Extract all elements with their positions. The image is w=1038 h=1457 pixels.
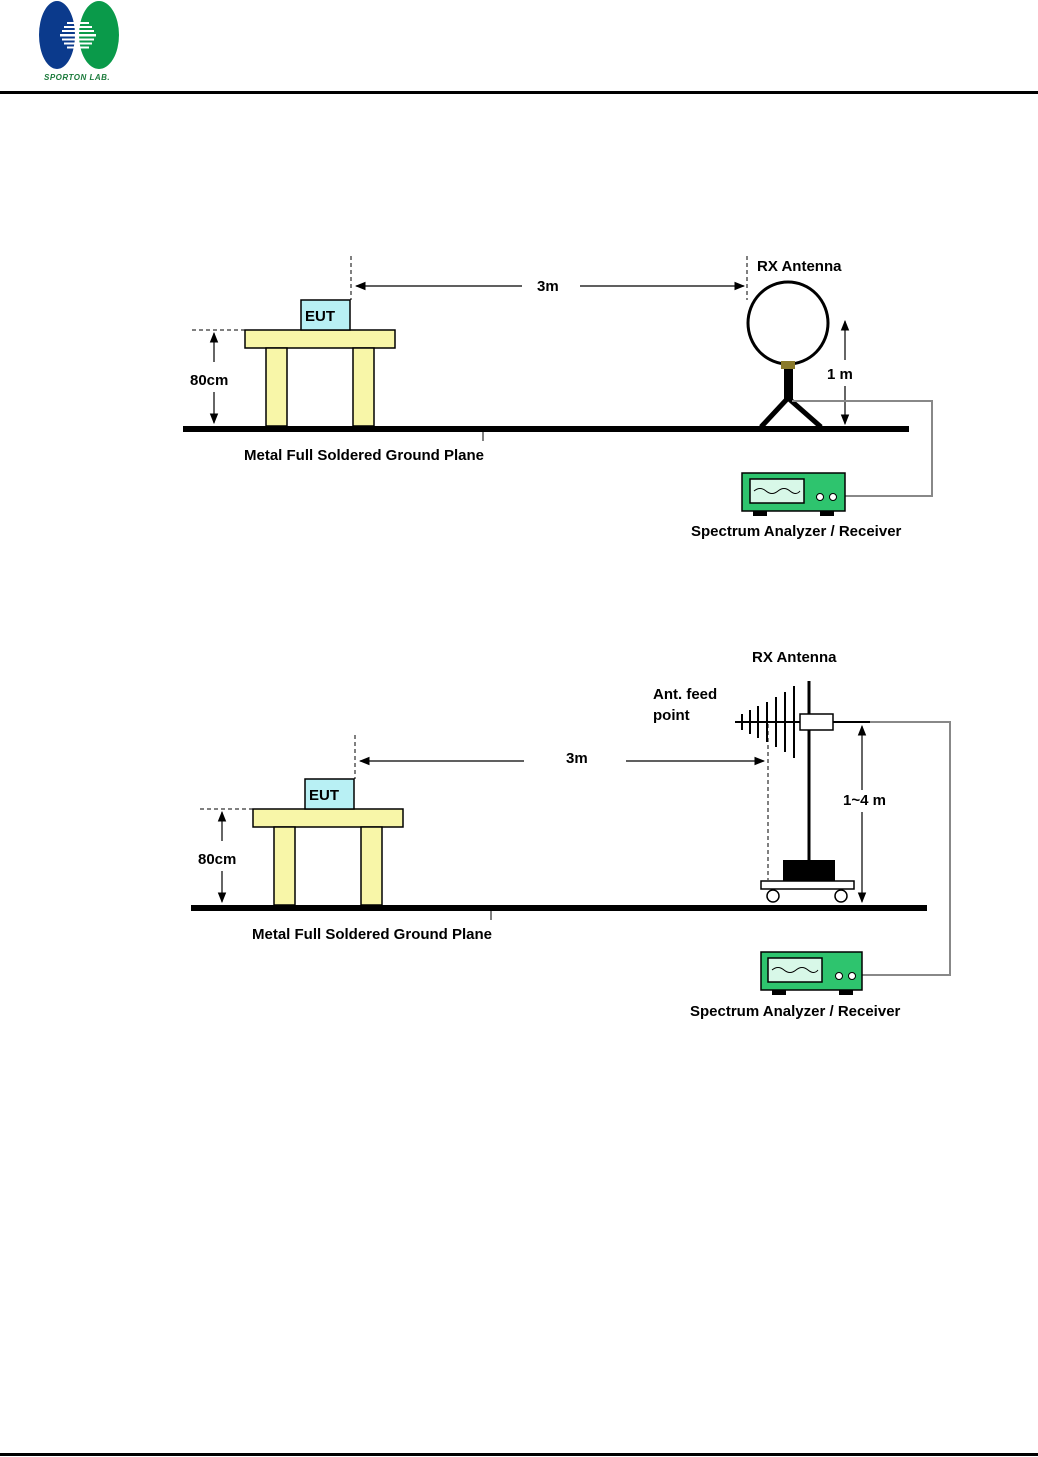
ground-plane-label: Metal Full Soldered Ground Plane [244,447,484,464]
spectrum-analyzer [761,952,862,995]
ground-plane [191,905,927,911]
ground-plane [183,426,909,432]
analyzer-label: Spectrum Analyzer / Receiver [691,523,902,540]
header-divider [0,91,1038,94]
rf-cable [862,722,950,975]
height-80cm-label: 80cm [190,372,228,389]
ground-plane-label: Metal Full Soldered Ground Plane [252,926,492,943]
sporton-logo-icon [36,0,126,75]
eut-label: EUT [305,308,335,325]
loop-antenna [748,282,828,427]
height-1-4m-label: 1~4 m [843,792,886,809]
spectrum-analyzer [742,473,845,516]
logo-text: SPORTON LAB. [44,73,110,82]
height-80cm-label: 80cm [198,851,236,868]
page-header: SPORTON LAB. [0,0,1038,95]
test-table [253,809,403,905]
log-periodic-antenna [735,681,870,862]
feed-point-label-line1: Ant. feed [653,686,717,703]
analyzer-label: Spectrum Analyzer / Receiver [690,1003,901,1020]
distance-3m-label: 3m [566,750,588,767]
antenna-mast-trolley [761,860,854,902]
eut-label: EUT [309,787,339,804]
rx-antenna-label: RX Antenna [752,649,837,666]
footer-divider [0,1453,1038,1456]
height-1m-label: 1 m [827,366,853,383]
test-setup-diagram-loop: EUT 80cm 3m RX Antenna 1 m Metal Full So… [0,240,1038,550]
rx-antenna-label: RX Antenna [757,258,842,275]
test-table [245,330,395,426]
distance-3m-label: 3m [537,278,559,295]
feed-point-label-line2: point [653,707,690,724]
test-setup-diagram-logperiodic: EUT 80cm 3m RX Antenna Ant. feed point 1… [0,640,1038,1030]
